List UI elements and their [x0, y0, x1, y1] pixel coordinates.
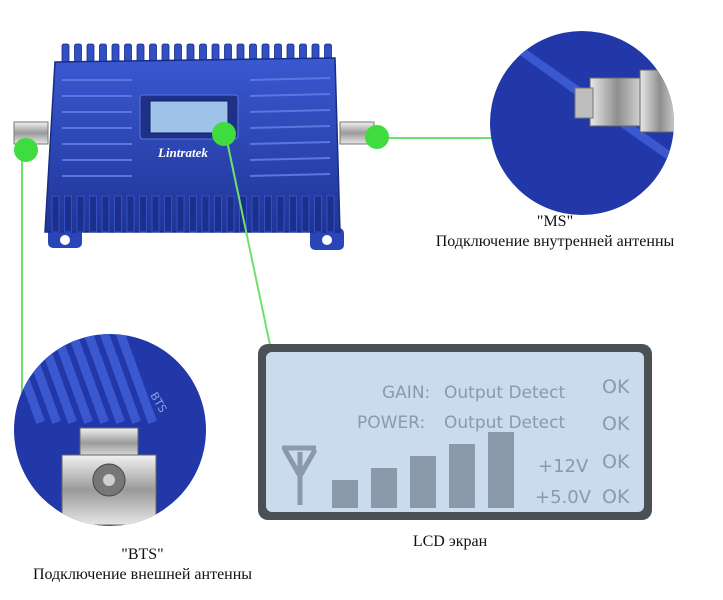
signal-bar	[332, 480, 358, 508]
ms-zoom-connector	[589, 77, 646, 127]
ms-caption: "MS" Подключение внутренней антенны	[395, 212, 715, 252]
lcd-power-label: POWER:	[357, 413, 425, 433]
bts-port-label: "BTS"	[121, 546, 164, 563]
leader-lines	[21, 135, 500, 395]
lcd-marker	[212, 122, 236, 146]
mount-hole-right	[322, 235, 332, 245]
lcd-antenna-icon	[282, 445, 318, 505]
lcd-gain-status: OK	[602, 376, 630, 398]
lcd-caption: LCD экран	[412, 533, 488, 550]
lcd-power-status: OK	[602, 413, 630, 435]
bts-caption: "BTS" Подключение внешней антенны	[0, 545, 285, 585]
lcd-leader-line	[225, 135, 271, 346]
brand-logo: Lintratek	[157, 145, 208, 160]
mount-hole-left	[60, 235, 70, 245]
signal-bar	[449, 444, 475, 508]
bts-port-description: Подключение внешней антенны	[32, 566, 253, 583]
body-ridges	[62, 77, 331, 177]
signal-bar	[488, 432, 514, 508]
ms-zoom-circle	[490, 31, 674, 215]
lcd-signal-bars	[332, 432, 514, 508]
lcd-closeup: GAIN: Output Detect OK POWER: Output Det…	[258, 344, 652, 520]
lcd-screen	[266, 352, 644, 512]
lcd-power-value: Output Detect	[444, 413, 565, 433]
lcd-12v-status: OK	[602, 451, 630, 473]
repeater-device: Lintratek	[13, 43, 375, 250]
device-body	[44, 57, 341, 233]
bts-zoom-view: BTS	[14, 334, 206, 526]
lcd-5v-value: +5.0V	[535, 487, 592, 508]
bts-marker	[14, 138, 38, 162]
lcd-gain-label: GAIN:	[382, 383, 430, 403]
bottom-cooling-fins	[51, 195, 335, 233]
signal-bar	[371, 468, 397, 508]
ms-zoom-view	[490, 31, 674, 215]
signal-bar	[410, 456, 436, 508]
ms-port-label: "MS"	[536, 213, 574, 230]
ms-port-description: Подключение внутренней антенны	[435, 233, 675, 250]
lcd-gain-value: Output Detect	[444, 383, 565, 403]
lcd-5v-status: OK	[602, 486, 630, 508]
ms-marker	[365, 125, 389, 149]
lcd-12v-value: +12V	[538, 456, 589, 477]
